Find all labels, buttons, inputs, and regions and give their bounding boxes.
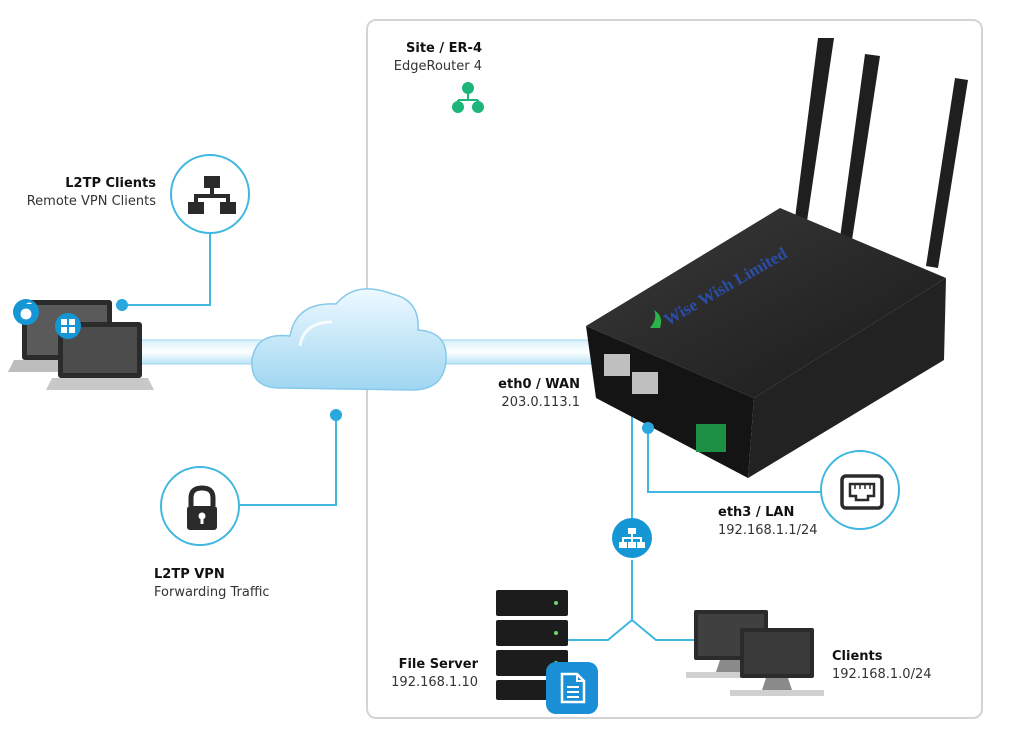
lan-subtitle: 192.168.1.1/24 xyxy=(718,523,818,538)
clients-title: Clients xyxy=(832,649,883,664)
file-server-label: File Server 192.168.1.10 xyxy=(380,656,478,692)
site-label: Site / ER-4 EdgeRouter 4 xyxy=(380,40,482,76)
file-server-doc-badge xyxy=(546,662,598,714)
network-topology-icon xyxy=(188,176,236,214)
l2tp-clients-title: L2TP Clients xyxy=(65,176,156,191)
clients-label: Clients 192.168.1.0/24 xyxy=(832,648,932,684)
clients-subtitle: 192.168.1.0/24 xyxy=(832,667,932,682)
lan-port-icon-circle xyxy=(820,450,900,530)
connector-dot-lan xyxy=(642,422,654,434)
l2tp-vpn-subtitle: Forwarding Traffic xyxy=(154,585,270,600)
l2tp-vpn-label: L2TP VPN Forwarding Traffic xyxy=(154,566,270,602)
lock-icon xyxy=(187,485,217,530)
document-icon xyxy=(560,672,586,704)
connector-l2tp-vpn xyxy=(240,415,337,506)
connector-l2tp-clients xyxy=(122,234,211,306)
site-subtitle: EdgeRouter 4 xyxy=(393,59,482,74)
l2tp-vpn-title: L2TP VPN xyxy=(154,567,225,582)
client-desktops xyxy=(686,610,824,696)
l2tp-vpn-icon-circle xyxy=(160,466,240,546)
connector-dot-vpn xyxy=(330,409,342,421)
l2tp-clients-label: L2TP Clients Remote VPN Clients xyxy=(10,175,156,211)
connector-switch-clients xyxy=(631,619,700,641)
switch-icon xyxy=(619,528,645,548)
connector-lan-port xyxy=(647,428,820,493)
ethernet-port-icon xyxy=(840,474,884,510)
windows-icon xyxy=(55,313,81,339)
wan-subtitle: 203.0.113.1 xyxy=(501,395,580,410)
wan-label: eth0 / WAN 203.0.113.1 xyxy=(470,376,580,412)
network-hierarchy-icon xyxy=(452,82,484,113)
connector-lines xyxy=(122,234,820,641)
l2tp-clients-icon-circle xyxy=(170,154,250,234)
l2tp-clients-subtitle: Remote VPN Clients xyxy=(26,194,156,209)
edgerouter-device: Wise Wish Limited xyxy=(586,38,968,478)
file-server-subtitle: 192.168.1.10 xyxy=(391,675,478,690)
file-server-title: File Server xyxy=(398,657,478,672)
site-title: Site / ER-4 xyxy=(406,41,482,56)
lan-switch-badge xyxy=(612,518,652,558)
wan-title: eth0 / WAN xyxy=(498,377,580,392)
client-laptops xyxy=(8,299,154,390)
connector-dot-clients xyxy=(116,299,128,311)
lan-label: eth3 / LAN 192.168.1.1/24 xyxy=(718,504,818,540)
connector-switch-down xyxy=(568,560,633,641)
internet-cloud xyxy=(251,288,447,391)
lan-title: eth3 / LAN xyxy=(718,505,795,520)
